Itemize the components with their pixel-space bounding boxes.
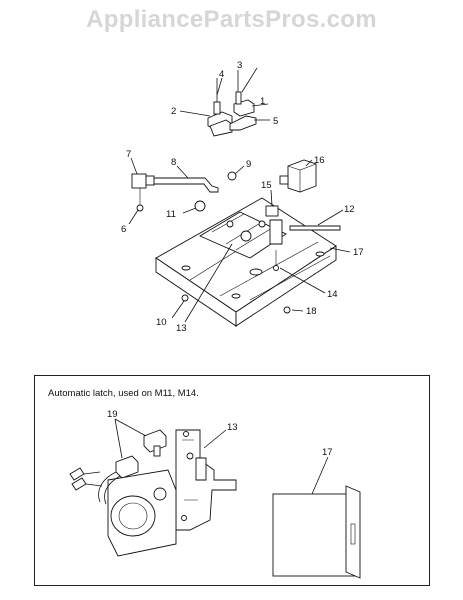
callout-14: 14 [327,289,338,300]
inset-callout-13: 13 [227,422,238,433]
callout-17: 17 [353,247,364,258]
switch-assembly-top [207,70,257,137]
callout-4: 4 [219,69,224,80]
callout-16: 16 [314,155,325,166]
inset-frame [34,375,430,586]
inset-callout-19: 19 [107,409,118,420]
left-switch-and-rod [131,173,219,212]
callout-3: 3 [237,60,242,71]
watermark-logo-text: AppliancePartsPros.com [86,6,377,33]
callout-6: 6 [121,224,126,235]
inset-automatic-latch [69,429,237,557]
callout-8: 8 [171,157,176,168]
callout-7: 7 [126,149,131,160]
nut-part-11 [194,200,206,212]
callout-5: 5 [273,116,278,127]
callout-15: 15 [261,180,272,191]
solenoid-part-16 [279,159,317,193]
screw-part-10 [181,294,189,302]
callout-12: 12 [344,204,355,215]
callout-13: 13 [176,323,187,334]
callout-10: 10 [156,317,167,328]
inset-callout-17: 17 [322,447,333,458]
screw-part-18 [283,306,291,314]
callout-18: 18 [306,306,317,317]
inset-title: Automatic latch, used on M11, M14. [48,388,199,399]
callout-9: 9 [246,159,251,170]
latch-mechanism [199,205,341,271]
callout-2: 2 [171,106,176,117]
inset-panel-part-17 [272,485,361,579]
callout-11: 11 [166,209,176,220]
screw-part-9 [227,171,237,181]
callout-1: 1 [260,96,265,107]
